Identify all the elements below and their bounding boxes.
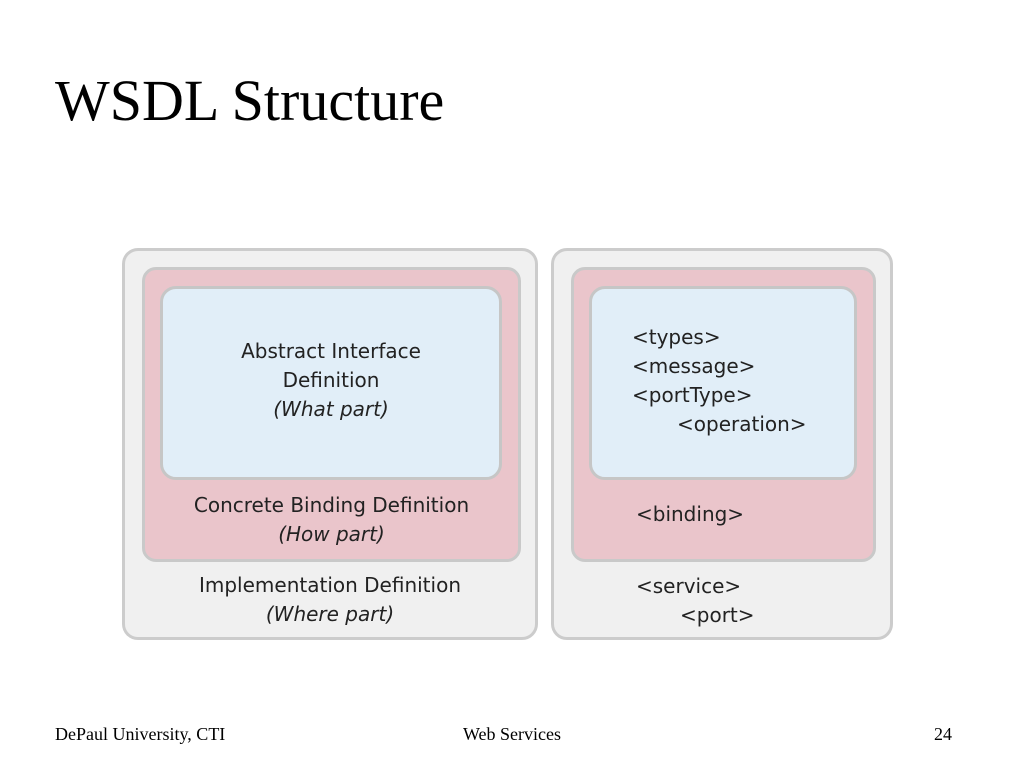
port-tag: <port> [680,603,755,627]
abstract-interface-label: Abstract Interface Definition (What part… [163,337,499,424]
service-tag: <service> [636,574,742,598]
binding-tag: <binding> [636,502,745,526]
implementation-line-1: Implementation Definition [198,573,461,597]
implementation-line-2: (Where part) [265,602,395,626]
abstract-line-1: Abstract Interface [241,339,421,363]
concrete-binding-box: Abstract Interface Definition (What part… [142,267,521,562]
implementation-label: Implementation Definition (Where part) [125,571,535,629]
page-number: 24 [934,724,952,744]
abstract-interface-box: Abstract Interface Definition (What part… [160,286,502,480]
binding-elements-box: <types> <message> <portType> <operation>… [571,267,876,562]
implementation-definition-box: Abstract Interface Definition (What part… [122,248,538,640]
concrete-line-1: Concrete Binding Definition [193,493,470,517]
porttype-tag: <portType> [632,383,753,407]
abstract-line-2: Definition [282,368,380,392]
abstract-elements-box: <types> <message> <portType> <operation> [589,286,857,480]
operation-tag: <operation> [677,412,807,436]
abstract-line-3: (What part) [273,397,389,421]
footer-center: Web Services [462,724,561,744]
concrete-binding-label: Concrete Binding Definition (How part) [145,491,518,549]
slide-title: WSDL Structure [55,68,445,133]
service-elements-box: <types> <message> <portType> <operation>… [551,248,893,640]
types-tag: <types> [632,325,721,349]
concrete-line-2: (How part) [278,522,385,546]
footer-left: DePaul University, CTI [55,724,226,744]
message-tag: <message> [632,354,756,378]
